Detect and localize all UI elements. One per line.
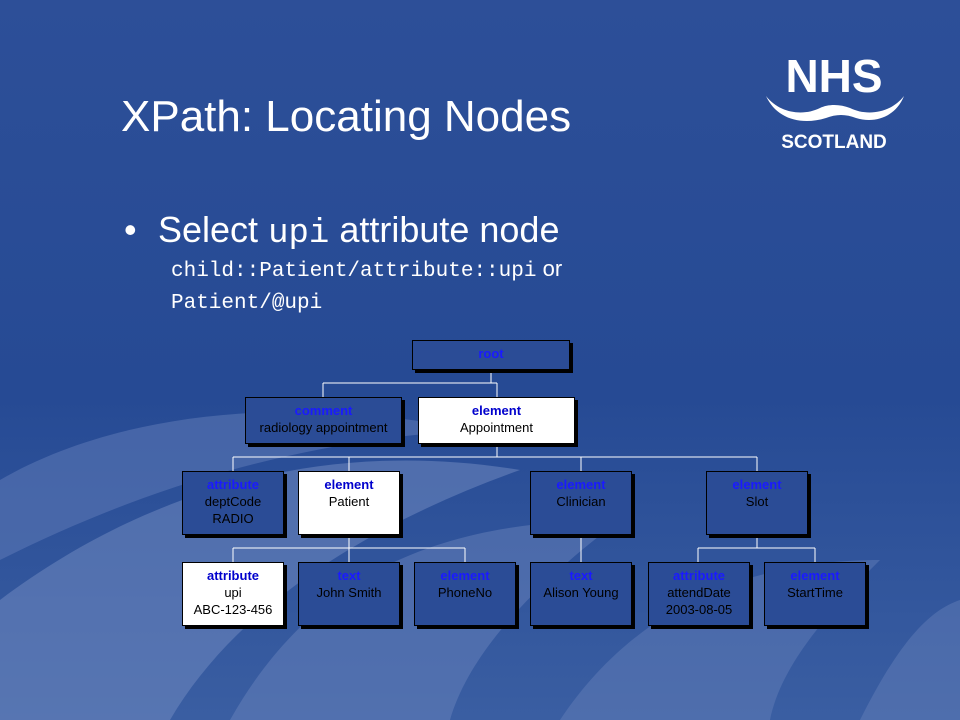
node-value-2: 2003-08-05 (665, 602, 733, 617)
node-value: Slot (745, 494, 769, 509)
xpath-code-long: child::Patient/attribute::upi (171, 260, 537, 283)
node-value: John Smith (316, 585, 382, 600)
xpath-expression-short: Patient/@upi (171, 288, 322, 315)
node-value: Alison Young (543, 585, 619, 600)
bullet-lead-text: Select (158, 209, 259, 250)
bullet-code-upi: upi (268, 215, 330, 253)
node-appointment: element Appointment (418, 397, 575, 444)
node-alison-young: text Alison Young (530, 562, 632, 626)
node-kind: comment (294, 403, 353, 418)
node-value-2: ABC-123-456 (193, 602, 273, 617)
node-kind: element (790, 568, 840, 583)
node-root: root (412, 340, 570, 370)
node-value: attendDate (667, 585, 731, 600)
node-john-smith: text John Smith (298, 562, 400, 626)
node-kind: element (556, 477, 606, 492)
node-value: StartTime (787, 585, 843, 600)
node-starttime: element StartTime (764, 562, 866, 626)
node-kind: text (569, 568, 593, 583)
node-value: deptCode (204, 494, 262, 509)
node-kind: element (471, 403, 522, 418)
node-value: radiology appointment (259, 420, 388, 435)
node-kind: attribute (673, 568, 725, 583)
bullet-item: • Select upi attribute node (124, 208, 559, 256)
node-upi: attribute upi ABC-123-456 (182, 562, 284, 626)
node-value: PhoneNo (437, 585, 493, 600)
logo-nhs-text: NHS (785, 52, 882, 102)
node-kind: element (324, 477, 374, 492)
node-clinician: element Clinician (530, 471, 632, 535)
node-kind: attribute (207, 477, 259, 492)
node-comment: comment radiology appointment (245, 397, 402, 444)
node-value-2: RADIO (212, 511, 254, 526)
xpath-expression-long: child::Patient/attribute::upi or (171, 256, 562, 283)
nhs-scotland-logo: NHS SCOTLAND (766, 52, 904, 153)
node-kind: element (440, 568, 490, 583)
node-patient: element Patient (298, 471, 400, 535)
node-value: Clinician (556, 494, 606, 509)
bullet-marker: • (124, 209, 137, 250)
node-kind: text (337, 568, 361, 583)
logo-scotland-text: SCOTLAND (781, 132, 887, 153)
node-kind: root (478, 346, 504, 361)
node-value: Patient (328, 494, 370, 509)
bullet-tail-text: attribute node (339, 209, 560, 250)
xpath-code-short: Patient/@upi (171, 292, 323, 315)
slide-title: XPath: Locating Nodes (121, 92, 572, 141)
node-slot: element Slot (706, 471, 808, 535)
node-deptcode: attribute deptCode RADIO (182, 471, 284, 535)
node-value: Appointment (460, 420, 533, 435)
node-attenddate: attribute attendDate 2003-08-05 (648, 562, 750, 626)
node-value: upi (224, 585, 242, 600)
logo-wave-icon (766, 96, 904, 122)
xpath-or-text: or (542, 256, 563, 281)
node-kind: element (732, 477, 782, 492)
node-phoneno: element PhoneNo (414, 562, 516, 626)
node-kind: attribute (207, 568, 259, 583)
